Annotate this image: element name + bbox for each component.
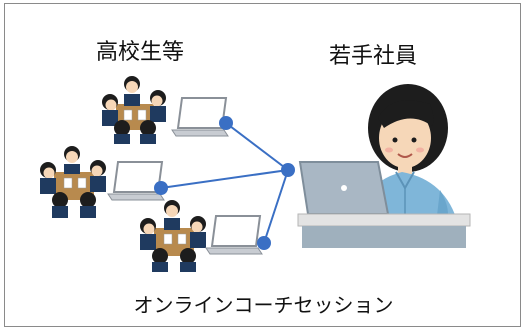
session-label: オンラインコーチセッション [133,293,394,317]
connection-node-icon [257,236,271,250]
line-group-1 [225,122,289,171]
students-label: 高校生等 [96,40,185,65]
connection-node-icon [219,116,233,130]
employee-label: 若手社員 [329,44,418,69]
line-group-3 [263,169,289,244]
student-group-icon [140,200,206,272]
laptop-icon [171,97,229,137]
desk [297,213,471,248]
connection-nodes [154,116,295,250]
connection-lines [160,122,289,244]
student-group-icon [102,76,166,144]
diagram-frame [4,3,521,327]
line-group-2 [160,169,289,189]
connection-node-icon [281,163,295,177]
student-group-icon [40,146,106,218]
connection-node-icon [154,181,168,195]
laptop-icon [205,215,263,255]
laptop-icon [107,161,165,201]
laptop-icon [298,161,390,215]
